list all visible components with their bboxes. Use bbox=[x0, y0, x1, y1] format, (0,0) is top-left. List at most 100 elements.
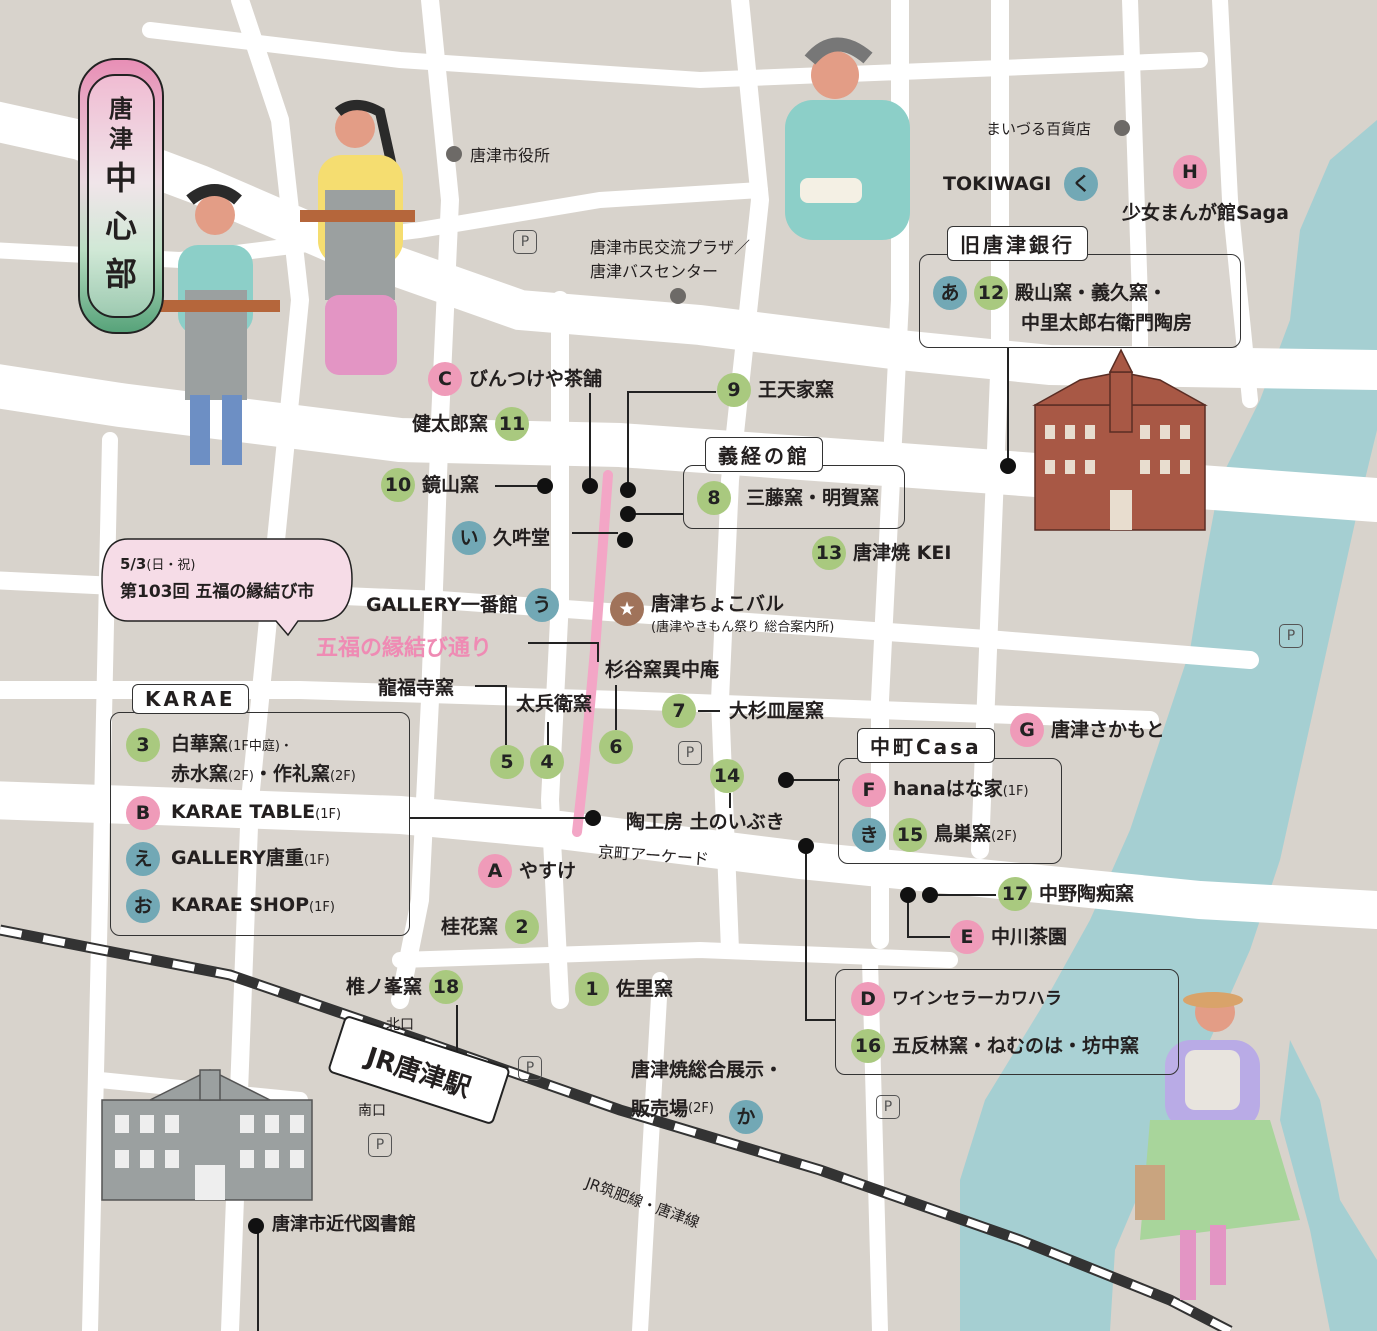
spot-showroom-2[interactable]: 販売場(2F) か bbox=[631, 1084, 763, 1134]
spot-name: やすけ bbox=[519, 860, 577, 882]
nakamachi-row-1[interactable]: F hanaはな家(1F) bbox=[852, 773, 1029, 807]
old-bank-box[interactable] bbox=[919, 254, 1241, 348]
star-icon: ★ bbox=[610, 592, 644, 626]
spot-name: びんつけや茶舗 bbox=[469, 368, 603, 390]
maizuru-label[interactable]: まいづる百貨店 bbox=[986, 120, 1092, 138]
spot-kyuundo[interactable]: い 久吽堂 bbox=[452, 521, 550, 555]
spot-badge: う bbox=[524, 588, 559, 622]
wine-box[interactable] bbox=[835, 969, 1179, 1075]
spot-badge: か bbox=[728, 1100, 763, 1134]
spot-badge: 14 bbox=[710, 759, 744, 793]
title-char: 心 bbox=[104, 207, 137, 245]
spot-tsuchinoibuki[interactable]: 陶工房 土のいぶき bbox=[626, 811, 785, 833]
spot-bintsukeya[interactable]: C びんつけや茶舗 bbox=[428, 362, 602, 396]
city-hall-dot bbox=[446, 146, 462, 162]
maizuru-dot bbox=[1114, 120, 1130, 136]
karae-row3-note: (1F) bbox=[303, 852, 330, 868]
karae-row-3[interactable]: え GALLERY唐重(1F) bbox=[126, 842, 330, 876]
street-name[interactable]: 五福の縁結び通り bbox=[316, 636, 493, 661]
river-branch bbox=[1280, 1040, 1377, 1331]
old-bank-line1: 殿山窯・義久窯・ bbox=[1015, 282, 1168, 304]
spot-note: (2F) bbox=[688, 1101, 714, 1116]
south-exit-label: 南口 bbox=[358, 1103, 386, 1119]
karae-row-1b: 赤水窯(2F)・作礼窯(2F) bbox=[171, 762, 356, 789]
badge-15: 15 bbox=[893, 818, 927, 852]
karae-row2-note: (1F) bbox=[315, 806, 342, 822]
karae-row-4[interactable]: お KARAE SHOP(1F) bbox=[126, 889, 335, 923]
leader-line bbox=[572, 532, 618, 534]
spot-name: 唐津さかもと bbox=[1051, 719, 1165, 741]
spot-showroom-1[interactable]: 唐津焼総合展示・ bbox=[631, 1059, 784, 1081]
karae-row1-c-note: (2F) bbox=[329, 769, 356, 784]
spot-name: 桂花窯 bbox=[441, 916, 499, 938]
parking-icon[interactable]: P bbox=[678, 741, 702, 765]
badge-F: F bbox=[852, 773, 886, 807]
pink-street bbox=[572, 470, 613, 837]
karae-box[interactable] bbox=[110, 712, 410, 936]
spot-name: 健太郎窯 bbox=[412, 413, 489, 435]
spot-shojo-manga[interactable]: H bbox=[1173, 155, 1207, 189]
badge-16: 16 bbox=[851, 1029, 885, 1063]
spot-shiinomine[interactable]: 椎ノ峯窯 18 bbox=[346, 970, 464, 1004]
spot-yasuke[interactable]: A やすけ bbox=[478, 854, 576, 888]
spot-sakamoto[interactable]: G 唐津さかもと bbox=[1010, 713, 1165, 747]
spot-badge: 4 bbox=[530, 745, 564, 779]
spot-shojo-manga-label: 少女まんが館Saga bbox=[1122, 202, 1289, 224]
spot-badge: 7 bbox=[662, 694, 696, 728]
spot-kagamiyama[interactable]: 10 鏡山窯 bbox=[381, 468, 479, 502]
wine-row-1[interactable]: D ワインセラーカワハラ bbox=[851, 982, 1062, 1016]
yoshitsune-row[interactable]: 8 三藤窯・明賀窯 bbox=[697, 481, 879, 515]
parking-icon[interactable]: P bbox=[368, 1133, 392, 1157]
parking-icon[interactable]: P bbox=[518, 1056, 542, 1080]
spot-kei[interactable]: 13 唐津焼 KEI bbox=[812, 536, 951, 570]
plaza-label-2[interactable]: 唐津バスセンター bbox=[590, 262, 719, 281]
spot-tahee[interactable]: 太兵衛窯 bbox=[516, 693, 593, 715]
spot-14[interactable]: 14 bbox=[710, 759, 744, 793]
plaza-label-1[interactable]: 唐津市民交流プラザ／ bbox=[590, 238, 751, 257]
spot-nakano[interactable]: 17 中野陶痴窯 bbox=[998, 877, 1134, 911]
spot-6[interactable]: 6 bbox=[599, 730, 633, 764]
spot-badge: く bbox=[1064, 167, 1099, 201]
event-date-note: (日・祝) bbox=[146, 558, 196, 573]
wine-row-2[interactable]: 16 五反林窯・ねむのは・坊中窯 bbox=[851, 1029, 1139, 1063]
spot-ryufukuji[interactable]: 龍福寺窯 bbox=[378, 677, 455, 699]
spot-name: 中川茶園 bbox=[991, 926, 1068, 948]
spot-badge: 5 bbox=[490, 745, 524, 779]
choko-bar[interactable]: ★ 唐津ちょこバル (唐津やきもん祭り 総合案内所) bbox=[610, 592, 834, 640]
spot-name: 鏡山窯 bbox=[422, 474, 480, 496]
spot-gallery-ichiban[interactable]: GALLERY一番館 う bbox=[366, 588, 559, 622]
karae-row-1[interactable]: 3 白華窯(1F中庭)・ bbox=[126, 728, 293, 762]
map-title: 唐 津 中 心 部 bbox=[78, 58, 164, 334]
parking-icon[interactable]: P bbox=[1279, 624, 1303, 648]
spot-otenke[interactable]: 9 王天家窯 bbox=[717, 373, 834, 407]
karae-row3: GALLERY唐重 bbox=[171, 846, 304, 869]
spot-tokiwagi[interactable]: TOKIWAGI く bbox=[943, 167, 1099, 201]
spot-5[interactable]: 5 bbox=[490, 745, 524, 779]
spot-keika[interactable]: 桂花窯 2 bbox=[441, 910, 540, 944]
river bbox=[960, 120, 1377, 1331]
spot-osugi[interactable]: 7 大杉皿屋窯 bbox=[662, 694, 824, 728]
title-char: 唐 bbox=[109, 95, 133, 123]
person-illustration-1 bbox=[160, 184, 280, 465]
spot-badge: 13 bbox=[812, 536, 846, 570]
city-hall-label[interactable]: 唐津市役所 bbox=[470, 146, 551, 165]
choko-bar-note: (唐津やきもん祭り 総合案内所) bbox=[651, 620, 835, 635]
nakamachi-row-2[interactable]: き 15 鳥巣窯(2F) bbox=[852, 818, 1017, 852]
spot-kentaro[interactable]: 健太郎窯 11 bbox=[412, 407, 530, 441]
person-illustration-3 bbox=[785, 37, 910, 240]
karae-row-2[interactable]: B KARAE TABLE(1F) bbox=[126, 796, 341, 830]
choko-bar-name: 唐津ちょこバル bbox=[651, 593, 785, 615]
spot-nakagawa[interactable]: E 中川茶園 bbox=[950, 920, 1067, 954]
parking-icon[interactable]: P bbox=[876, 1095, 900, 1119]
spot-4[interactable]: 4 bbox=[530, 745, 564, 779]
library-label[interactable]: 唐津市近代図書館 bbox=[272, 1214, 416, 1235]
spot-name: 椎ノ峯窯 bbox=[346, 976, 423, 998]
spot-name: 佐里窯 bbox=[616, 978, 674, 1000]
spot-sari[interactable]: 1 佐里窯 bbox=[575, 972, 673, 1006]
nakamachi-dot bbox=[778, 772, 794, 788]
spot-sugitani[interactable]: 杉谷窯異中庵 bbox=[605, 659, 720, 681]
badge-ki: き bbox=[852, 818, 886, 852]
parking-icon[interactable]: P bbox=[513, 230, 537, 254]
old-bank-row[interactable]: あ 12 殿山窯・義久窯・ bbox=[933, 276, 1167, 310]
